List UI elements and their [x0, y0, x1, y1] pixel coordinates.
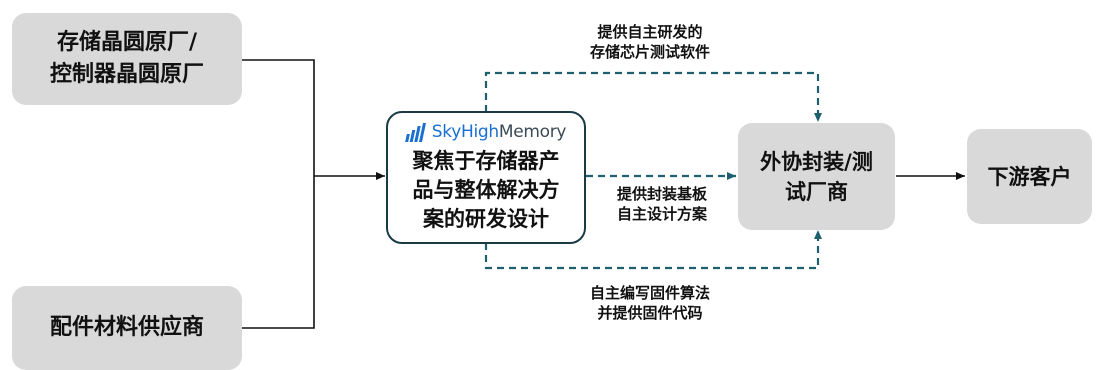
downstream-customer-box: 下游客户	[967, 129, 1092, 224]
center-line-1: 聚焦于存储器产	[412, 149, 560, 173]
wafer-fab-line-2: 控制器晶圆原厂	[49, 62, 204, 87]
connector-parts-supplier	[242, 176, 315, 329]
wafer-fab-line-1: 存储晶圆原厂/	[56, 30, 198, 55]
flow-top-label: 提供自主研发的 存储芯片测试软件	[589, 23, 710, 61]
center-line-3: 案的研发设计	[423, 207, 549, 231]
flow-middle-label: 提供封装基板 自主设计方案	[616, 185, 707, 223]
skyhigh-logo: SkyHighMemory	[404, 122, 567, 142]
center-line-2: 品与整体解决方	[412, 178, 560, 202]
parts-supplier-box: 配件材料供应商	[12, 286, 242, 370]
skyhigh-logo-mark-icon	[404, 122, 426, 142]
osat-line-2: 试厂商	[785, 179, 848, 204]
flow-top-test-software	[484, 71, 822, 122]
connector-wafer-fab	[242, 59, 315, 176]
osat-box: 外协封装/测 试厂商	[738, 123, 895, 230]
wafer-fab-supplier-box: 存储晶圆原厂/ 控制器晶圆原厂	[12, 13, 242, 105]
parts-supplier-label: 配件材料供应商	[49, 315, 204, 340]
logo-memory-text: Memory	[498, 122, 567, 142]
flow-bottom-firmware	[484, 230, 822, 270]
flow-bottom-label: 自主编写固件算法 并提供固件代码	[589, 284, 710, 322]
downstream-label: 下游客户	[987, 164, 1072, 189]
skyhigh-center-box: SkyHighMemory 聚焦于存储器产 品与整体解决方 案的研发设计	[386, 111, 586, 244]
osat-line-1: 外协封装/测	[760, 149, 873, 174]
logo-sky-text: SkyHigh	[431, 122, 499, 142]
